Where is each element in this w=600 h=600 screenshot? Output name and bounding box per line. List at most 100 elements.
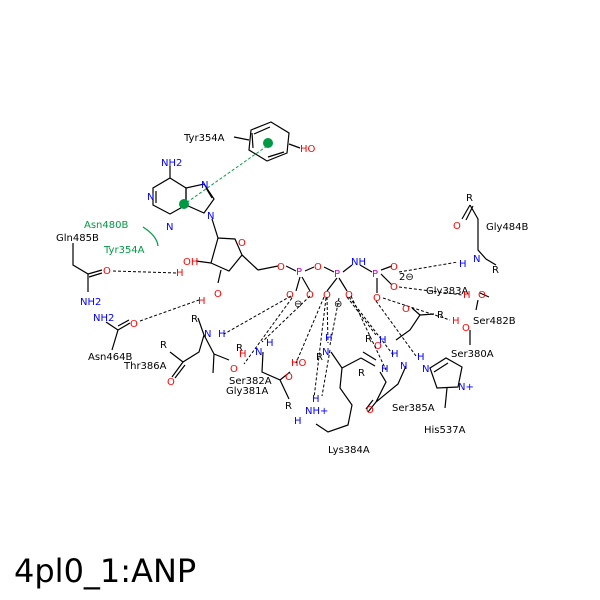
atom-label-o-gly484: O [453,221,461,232]
atom-label-n1: N [147,192,154,203]
atom-label-o-thr-side: O [230,364,238,375]
atom-label-o-ser382-side: O [285,372,293,383]
atom-label-h-gly484: H [459,259,467,270]
atom-label-o-lys: O [374,341,382,352]
tyr354a-phenol-group: Tyr354A HO [183,121,316,162]
residue-label-gly381a: Gly381A [226,386,269,397]
residue-label-thr386a: Thr386A [123,361,167,372]
hbond-ser482b [398,286,463,296]
ser380a-residue: H O Ser380A [451,316,494,360]
hbond-asn464b [139,299,200,322]
ser382a-fragment: O R [395,304,444,341]
atom-label-o-alpha2: O [306,290,314,301]
atom-label-n9: N [207,211,214,222]
residue-label-his537a: His537A [424,425,466,436]
residue-label-ser482b: Ser482B [473,316,516,327]
atom-label-r-gly381: R [285,401,292,412]
atom-label-o5: O [277,262,285,273]
residue-label-lys384a: Lys384A [328,445,370,456]
atom-label-h-gly383: H [379,335,387,346]
atom-label-r-lys-co: R [365,334,372,345]
atom-label-r-ser382: R [236,343,243,354]
ribose-ring: O OH O [183,218,279,300]
atom-label-n-gly484: N [473,254,480,265]
asn464b-residue: NH2 O Asn464B [88,313,138,363]
residue-label-ser385a: Ser385A [392,403,435,414]
atom-label-p-beta: P [334,269,340,280]
ser482b-residue: H O Ser482B [463,290,516,327]
charge-2minus: 2⊖ [399,272,414,283]
atom-label-r-frag: R [437,310,444,321]
atom-label-n-lys: N [322,347,329,358]
atom-label-h-ser385: H [391,349,399,360]
atom-label-o-frag: O [402,304,410,315]
residue-label-tyr354a-green: Tyr354A [103,245,145,256]
phosphate-chain: O P O P NH P O O O O O O O ⊖ ⊖ 2⊖ [277,257,414,310]
atom-label-n-thr: N [204,329,211,340]
atom-label-o-asn: O [130,319,138,330]
atom-label-oh-tyr: HO [300,144,316,155]
gln485b-residue: Gln485B O NH2 [56,233,111,308]
pi-ring-centroid-marker [263,138,273,148]
atom-label-r-thr: R [160,340,167,351]
atom-label-h-ser482: H [463,290,471,301]
residue-label-gly484b: Gly484B [486,222,529,233]
atom-label-n-ser385: N [400,361,407,372]
atom-label-h2-ser382: H [266,338,274,349]
atom-label-h-ser380: H [452,316,460,327]
atom-label-r-lys: R [316,352,323,363]
atom-label-n-his: N [422,364,429,375]
residue-label-tyr354a-top: Tyr354A [183,133,225,144]
atom-label-r-thr-top: R [191,314,198,325]
pi-ring-centroid-marker-adenine [179,199,189,209]
atom-label-h-ser385-2: H [381,364,389,375]
atom-label-p-alpha: P [296,267,302,278]
atom-label-ho-ser382: HO [291,358,307,369]
atom-label-o2: OH [183,257,198,268]
atom-label-n-ser382: N [255,347,262,358]
hbond-ser380a [382,297,451,321]
atom-label-h-o3: H [198,296,206,307]
atom-label-nh-bridge: NH [351,257,366,268]
atom-label-o-gamma3: O [373,293,381,304]
hbond-gln485b [112,270,178,274]
atom-label-o-ser482: O [478,290,486,301]
atom-label-o-bridge1: O [314,262,322,273]
atom-label-h-lys-bb: H [325,333,333,344]
atom-label-r2-gly484: R [492,265,499,276]
atom-label-h-ser382: H [239,349,247,360]
atom-label-nh-plus-lys: NH+ [305,406,328,417]
gly484b-residue: R O Gly484B N H R [453,193,529,276]
atom-label-o-gln: O [103,266,111,277]
atom-label-p-gamma: P [372,269,378,280]
atom-label-o-gamma1: O [390,262,398,273]
atom-label-h-o2: H [176,268,184,279]
atom-label-nh-plus-his: N+ [458,382,474,393]
hbond-gly484b [398,261,459,273]
atom-label-n3: N [166,222,173,233]
residue-label-asn480b: Asn480B [84,220,128,231]
atom-label-o-gamma2: O [390,282,398,293]
atom-label-o-thr: O [167,377,175,388]
charge-minus-1: ⊖ [294,299,302,310]
atom-label-nh2-adenine: NH2 [161,158,182,169]
atom-label-h-lys-nz: H [312,394,320,405]
atom-label-o-beta1: O [323,290,331,301]
residue-label-gly383a: Gly383A [426,286,469,297]
atom-label-ring-o: O [238,238,246,249]
page-title: 4pl0_1:ANP [14,552,197,590]
atom-label-n7: N [201,180,208,191]
ser385a-residue: R O Ser385A N H [358,349,435,416]
atom-label-r-ser385: R [358,368,365,379]
atom-label-o3: O [214,289,222,300]
atom-label-o-beta2: O [345,290,353,301]
atom-label-nh2-gln: NH2 [80,297,101,308]
atom-label-o-ser380: O [462,323,470,334]
atom-label-o-ser385: O [366,405,374,416]
hydrophobic-contact-arc [142,226,159,247]
thr386a-residue: R N H R Thr386A O O [123,314,238,388]
residue-label-ser380a: Ser380A [451,349,494,360]
hbond-lines [223,295,417,399]
residue-label-ser382a: Ser382A [229,376,272,387]
atom-label-o-alpha1: O [286,290,294,301]
